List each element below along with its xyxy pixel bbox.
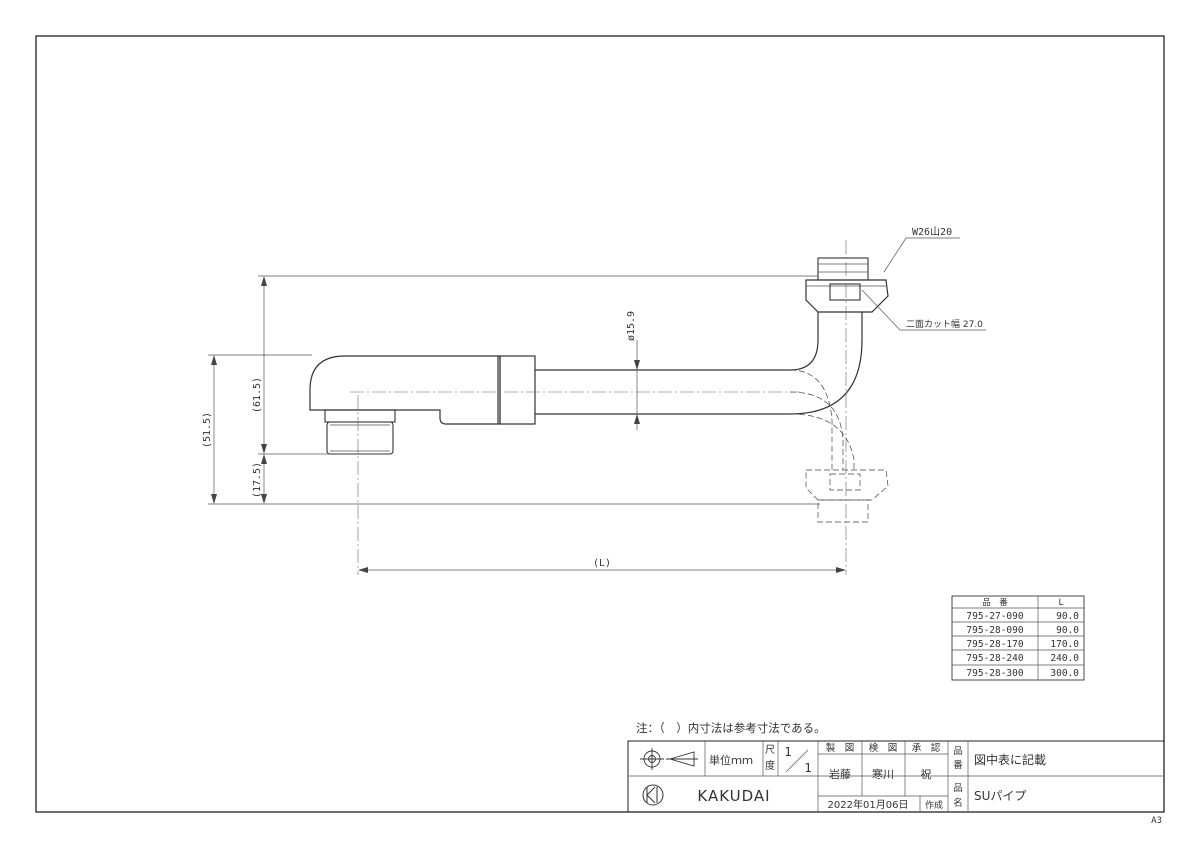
approved-label: 承 認: [912, 742, 941, 754]
diameter-label: ø15.9: [626, 311, 637, 341]
creation-date: 2022年01月06日: [828, 798, 909, 811]
scale-denominator: 1: [804, 761, 811, 775]
scale-numerator: 1: [784, 745, 791, 759]
reference-note: 注：（ ）内寸法は参考寸法である。: [636, 721, 826, 735]
dim-61-5-label: (61.5): [252, 377, 263, 413]
checked-label: 検 図: [869, 742, 898, 754]
pipe-drawing: [309, 240, 889, 575]
name-label-1: 品: [953, 783, 963, 794]
name-value: SUパイプ: [974, 789, 1026, 803]
made-by: 岩藤: [829, 767, 851, 781]
table-cell-part: 795-27-090: [966, 611, 1023, 622]
table-cell-L: 170.0: [1050, 639, 1079, 650]
part-no-value: 図中表に記載: [974, 752, 1046, 767]
dimensions: (61.5) (17.5) (51.5) ø15.9 (L) W26山20 二面…: [202, 226, 986, 573]
table-cell-part: 795-28-090: [966, 625, 1023, 636]
scale-label-2: 度: [765, 759, 775, 772]
name-label-2: 名: [953, 797, 963, 809]
dim-17-5-label: (17.5): [252, 462, 263, 498]
part-no-label-1: 品: [953, 746, 963, 757]
table-header-part-no: 品 番: [982, 597, 1008, 608]
table-cell-part: 795-28-300: [966, 668, 1023, 679]
table-cell-L: 90.0: [1056, 625, 1079, 636]
part-number-table: 品 番 L 795-27-090 90.0 795-28-090 90.0 79…: [951, 595, 1085, 681]
table-cell-L: 300.0: [1050, 668, 1079, 679]
table-header-L: L: [1058, 598, 1063, 608]
dim-L-label: (L): [593, 558, 611, 569]
drawing-border: [35, 35, 1165, 813]
checked-by: 寒川: [872, 767, 894, 781]
cut-width-label: 二面カット幅 27.0: [906, 318, 983, 330]
made-label: 製 図: [826, 742, 855, 754]
table-cell-L: 90.0: [1056, 611, 1079, 622]
dim-51-5-label: (51.5): [202, 412, 213, 448]
table-cell-part: 795-28-240: [966, 653, 1023, 664]
scale-label-1: 尺: [765, 744, 775, 756]
thread-label: W26山20: [912, 226, 952, 238]
part-no-label-2: 番: [953, 759, 963, 771]
approved-by: 祝: [921, 767, 932, 781]
created-label: 作成: [925, 799, 943, 811]
kakudai-logo-icon: [642, 784, 664, 806]
title-block: 単位ｍｍ 尺 度 1 1 製 図 検 図 承 認 岩藤 寒川 祝 品 番 図中表…: [627, 740, 1165, 813]
sheet-size: A3: [1151, 816, 1162, 826]
projection-symbol-icon: [640, 748, 698, 770]
company-name: KAKUDAI: [697, 787, 770, 805]
unit-label: 単位ｍｍ: [709, 753, 753, 767]
table-cell-part: 795-28-170: [966, 639, 1023, 650]
table-cell-L: 240.0: [1050, 653, 1079, 664]
